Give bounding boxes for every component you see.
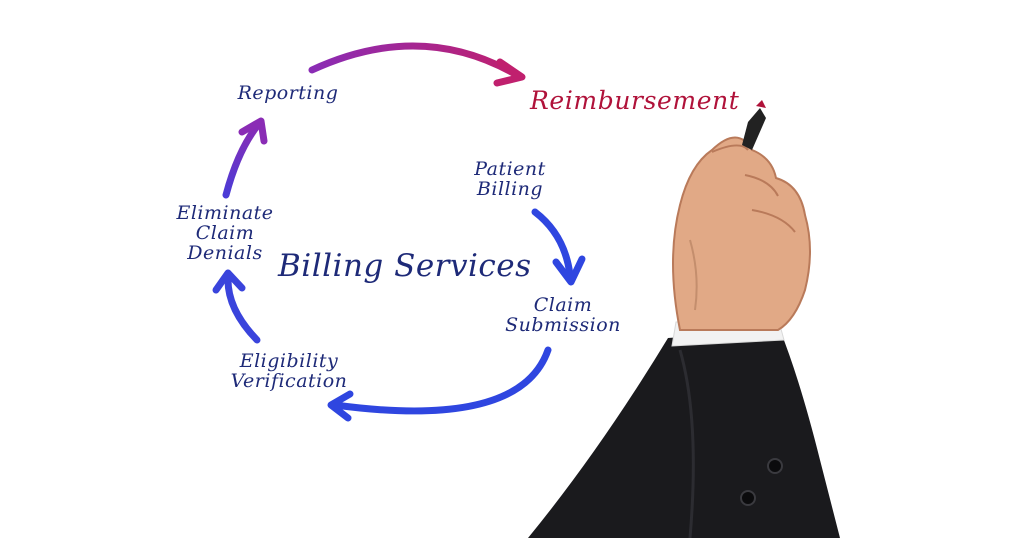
arrow-eligibility-to-denials <box>224 276 261 344</box>
arrowhead-submission <box>552 255 586 286</box>
arrow-denials-to-reporting <box>222 121 262 199</box>
arrowhead-eligibility <box>327 390 354 422</box>
marker <box>742 108 766 150</box>
step-eligibility-verification: Eligibility Verification <box>230 350 348 392</box>
step-eliminate-claim-denials: Eliminate Claim Denials <box>176 202 274 264</box>
arrow-submission-to-eligibility <box>331 346 552 415</box>
arrowhead-denials <box>212 269 246 294</box>
sleeve-button <box>767 458 783 474</box>
hand-holding-marker-icon <box>528 100 840 538</box>
goal-reimbursement: Reimbursement <box>530 86 740 115</box>
suit-sleeve <box>528 330 840 538</box>
step-reporting: Reporting <box>237 82 339 104</box>
center-title: Billing Services <box>278 248 532 284</box>
arrowhead-reporting <box>238 117 268 145</box>
hand <box>672 136 811 331</box>
step-claim-submission: Claim Submission <box>505 294 621 336</box>
arrow-billing-to-submission <box>531 208 574 279</box>
arrowhead-reimbursement <box>493 58 526 87</box>
arrow-reporting-to-reimbursement <box>308 42 519 78</box>
sleeve-button <box>740 490 756 506</box>
step-patient-billing: Patient Billing <box>474 158 546 200</box>
